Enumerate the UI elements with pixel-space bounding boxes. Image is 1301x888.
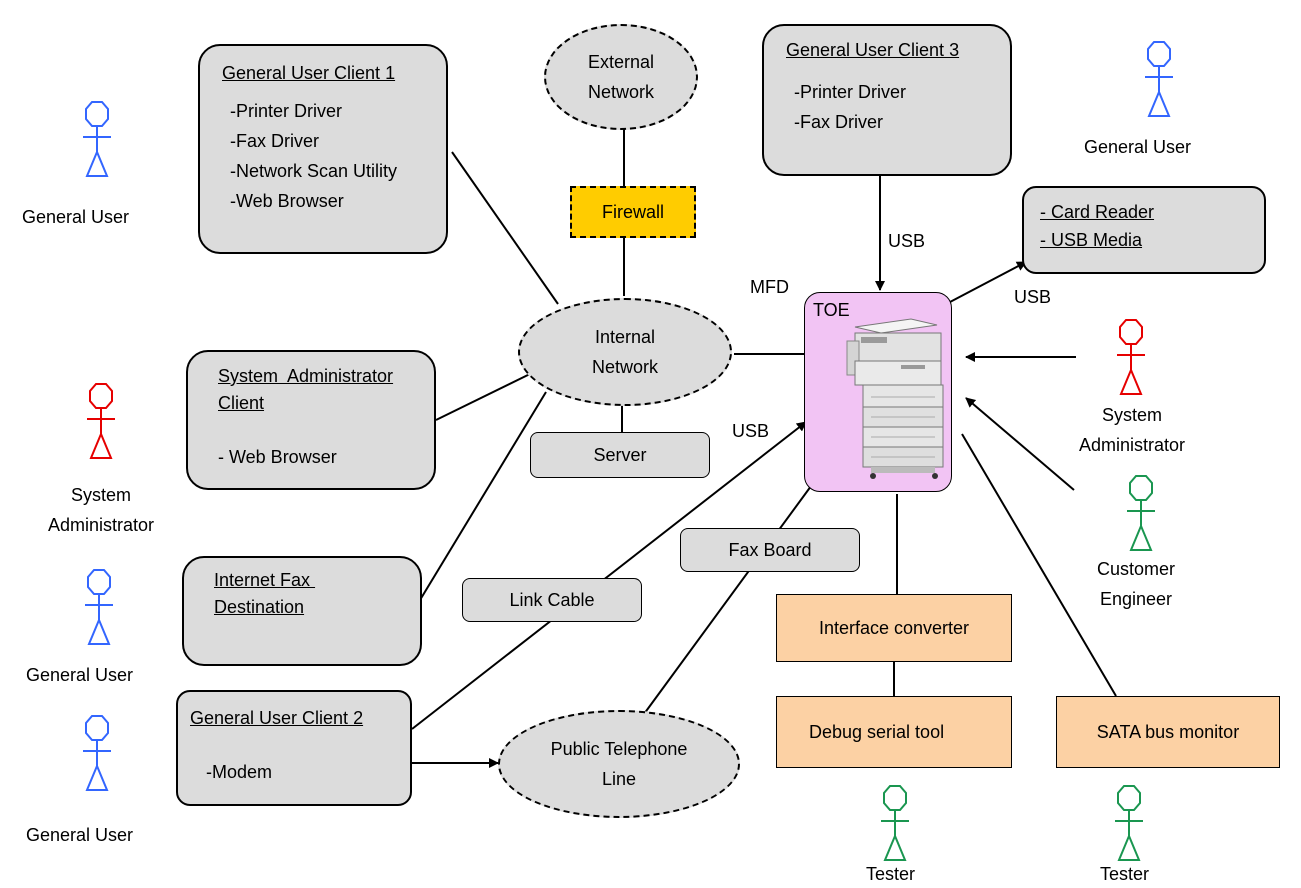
interface-converter: Interface converter xyxy=(776,594,1012,662)
admin-client-line: - Web Browser xyxy=(218,447,337,467)
general-user-client-3: General User Client 3 -Printer Driver -F… xyxy=(762,24,1012,176)
debug-serial-tool-label: Debug serial tool xyxy=(809,721,945,742)
customer-engineer-person-icon xyxy=(1127,475,1155,551)
card-reader-label: - Card Reader xyxy=(1040,202,1155,222)
fax-board-label: Fax Board xyxy=(728,539,812,560)
general-user-person-icon xyxy=(83,715,111,791)
toe-mfd: TOE xyxy=(804,292,952,492)
admin-left-line-1: System xyxy=(70,485,131,505)
server-label: Server xyxy=(593,444,647,465)
tester-label: Tester xyxy=(1100,864,1150,884)
sata-bus-monitor: SATA bus monitor xyxy=(1056,696,1280,768)
client-2-title: General User Client 2 xyxy=(190,708,364,728)
internal-network-label-2: Network xyxy=(591,357,658,377)
customer-engineer-label: Customer Engineer xyxy=(1086,554,1186,614)
general-user-label: General User xyxy=(26,825,134,845)
phone-line-label-2: Line xyxy=(601,769,637,789)
firewall-label: Firewall xyxy=(601,201,664,222)
external-network-label-1: External xyxy=(587,52,655,72)
internet-fax-title-1: Internet Fax xyxy=(214,570,316,590)
link-cable-label: Link Cable xyxy=(509,589,595,610)
wire-engineer-toe xyxy=(965,397,1075,491)
client-1-line: -Network Scan Utility xyxy=(230,161,398,181)
tester-label: Tester xyxy=(866,864,916,884)
wire-toe-sata xyxy=(961,433,1117,697)
sata-bus-monitor-label: SATA bus monitor xyxy=(1096,721,1240,742)
client-3-line: -Fax Driver xyxy=(794,112,883,132)
internal-network-label-1: Internal xyxy=(594,327,656,347)
admin-right-line-1: System xyxy=(1101,405,1162,425)
client-3-title: General User Client 3 xyxy=(786,40,960,60)
debug-serial-tool: Debug serial tool xyxy=(776,696,1012,768)
general-user-person-icon xyxy=(83,101,111,177)
link-cable: Link Cable xyxy=(462,578,642,622)
usb-label-client3: USB xyxy=(888,231,926,251)
general-user-person-icon xyxy=(85,569,113,645)
general-user-label: General User xyxy=(26,665,134,685)
client-1-line: -Fax Driver xyxy=(230,131,319,151)
client-3-line: -Printer Driver xyxy=(794,82,907,102)
general-user-client-1: General User Client 1 -Printer Driver -F… xyxy=(198,44,448,254)
client-1-line: -Printer Driver xyxy=(230,101,343,121)
card-reader-usb-media: - Card Reader - USB Media xyxy=(1022,186,1266,274)
system-administrator-label: System Administrator xyxy=(1072,400,1192,460)
mfd-printer-icon xyxy=(846,318,944,479)
server: Server xyxy=(530,432,710,478)
usb-label-link-cable: USB xyxy=(732,421,770,441)
system-administrator-label: System Administrator xyxy=(46,480,156,540)
phone-line-label-1: Public Telephone xyxy=(550,739,688,759)
mfd-label: MFD xyxy=(750,277,789,297)
external-network-label-2: Network xyxy=(587,82,654,102)
internet-fax-destination: Internet Fax Destination xyxy=(182,556,422,666)
general-user-person-icon xyxy=(1145,41,1173,117)
general-user-label: General User xyxy=(22,207,130,227)
wire-internetfax-internal xyxy=(419,391,547,601)
wire-client1-internal xyxy=(451,151,559,305)
client-2-line: -Modem xyxy=(206,762,273,782)
system-administrator-client: System Administrator Client - Web Browse… xyxy=(186,350,436,490)
usb-media-label: - USB Media xyxy=(1040,230,1143,250)
admin-right-line-2: Administrator xyxy=(1078,435,1186,455)
client-1-title: General User Client 1 xyxy=(222,63,396,83)
system-administrator-person-icon xyxy=(1117,319,1145,395)
firewall: Firewall xyxy=(570,186,696,238)
tester-person-icon xyxy=(881,785,909,861)
general-user-label: General User xyxy=(1084,137,1192,157)
internet-fax-title-2: Destination xyxy=(214,597,305,617)
wire-admin-internal xyxy=(435,371,535,421)
toe-label: TOE xyxy=(813,300,850,320)
engineer-line-2: Engineer xyxy=(1099,589,1173,609)
general-user-client-2: General User Client 2 -Modem xyxy=(176,690,412,806)
fax-board: Fax Board xyxy=(680,528,860,572)
interface-converter-label: Interface converter xyxy=(818,617,970,638)
usb-label-media: USB xyxy=(1014,287,1052,307)
engineer-line-1: Customer xyxy=(1096,559,1176,579)
tester-person-icon xyxy=(1115,785,1143,861)
wire-client2-linkcable-toe xyxy=(411,421,807,730)
system-administrator-person-icon xyxy=(87,383,115,459)
admin-left-line-2: Administrator xyxy=(47,515,155,535)
wire-phone-faxboard-toe xyxy=(643,481,815,715)
client-1-line: -Web Browser xyxy=(230,191,344,211)
wire-toe-media xyxy=(949,261,1027,303)
admin-client-title-1: System Administrator xyxy=(218,366,394,386)
admin-client-title-2: Client xyxy=(218,393,265,413)
